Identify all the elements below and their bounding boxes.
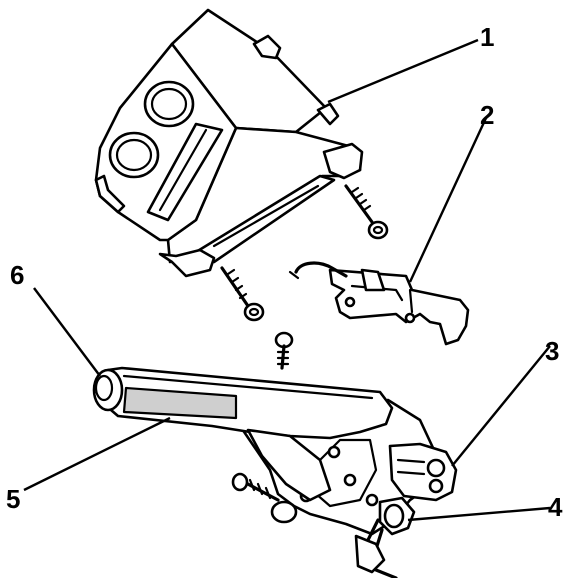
lever-bolt [274,331,294,370]
console-bolt-left [220,266,265,322]
callout-1: 1 [480,22,494,52]
pivot-bolt [231,472,298,524]
callout-4: 4 [548,492,563,522]
release-button [92,368,124,412]
leader-3 [451,345,551,467]
lever-handle-grip [102,366,394,440]
callout-3: 3 [545,336,559,366]
callout-2: 2 [480,100,494,130]
callout-5: 5 [6,484,20,514]
parking-brake-lever [92,366,458,578]
leader-4 [407,506,551,522]
leader-2 [408,117,488,283]
brake-switch-bracket [288,261,470,346]
console-bolt-right [344,184,389,240]
leader-6 [33,287,101,377]
ratchet-switch [388,442,458,502]
leader-5 [23,416,171,492]
console-slot [146,122,224,222]
leader-1 [327,38,479,104]
callout-6: 6 [10,260,24,290]
console-housing [94,8,364,278]
